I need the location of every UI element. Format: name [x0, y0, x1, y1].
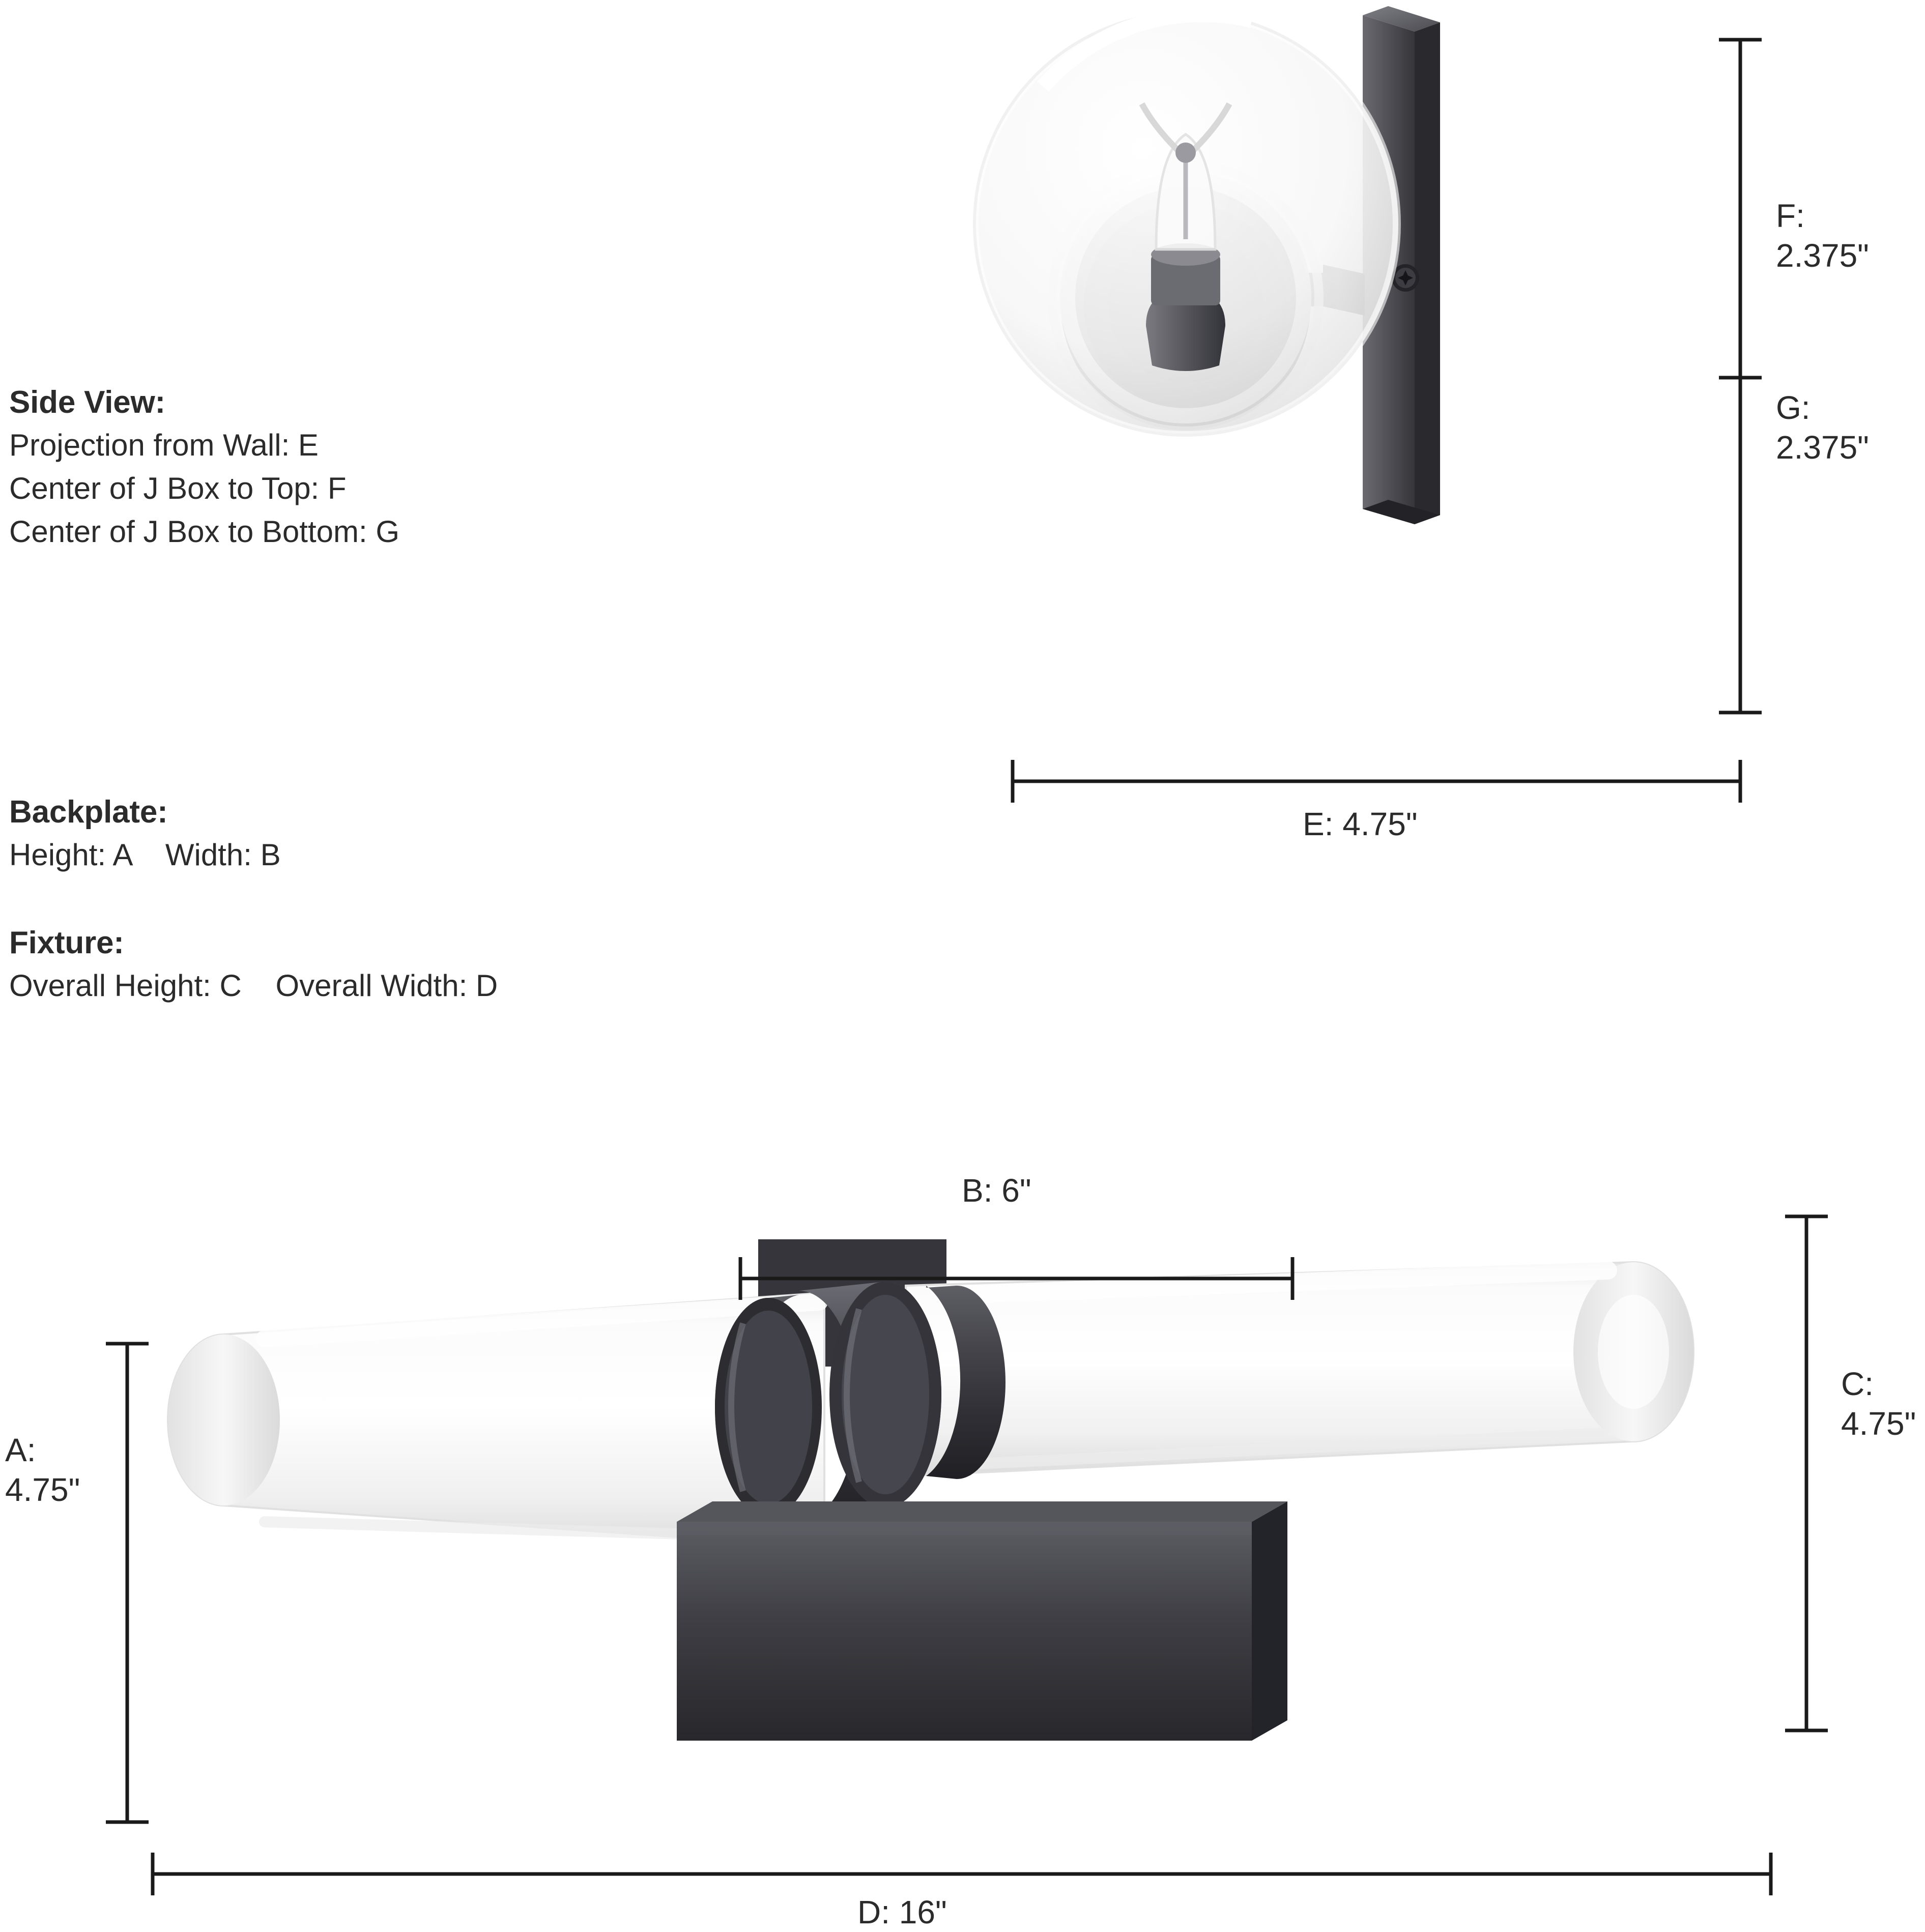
fixture-heading: Fixture:: [9, 925, 124, 960]
dim-label-D: D: 16": [857, 1894, 947, 1930]
center-metal-collars: [715, 1282, 1005, 1522]
side-view-line-jbox-bottom: Center of J Box to Bottom: G: [9, 515, 399, 549]
dim-label-C: C: 4.75": [1841, 1366, 1916, 1442]
side-view-line-projection: Projection from Wall: E: [9, 428, 319, 462]
left-glass-tube: [167, 1291, 828, 1549]
front-view-illustration: [112, 1171, 1832, 1883]
side-view-line-jbox-top: Center of J Box to Top: F: [9, 471, 347, 506]
side-view-text-block: Side View: Projection from Wall: E Cente…: [9, 382, 399, 553]
backplate-line-dims: Height: A Width: B: [9, 837, 281, 872]
dim-label-G: G: 2.375": [1776, 389, 1869, 466]
backplate-text-block: Backplate: Height: A Width: B: [9, 791, 281, 876]
dim-label-F: F: 2.375": [1776, 197, 1869, 274]
front-backplate-lower: [677, 1501, 1287, 1741]
side-view-illustration: [967, 0, 1740, 763]
dim-label-E: E: 4.75": [1303, 806, 1418, 842]
light-bulb: [1139, 102, 1232, 371]
backplate-heading: Backplate:: [9, 794, 168, 830]
fixture-text-block: Fixture: Overall Height: C Overall Width…: [9, 922, 498, 1007]
dim-label-B: B: 6": [962, 1172, 1031, 1209]
fixture-line-dims: Overall Height: C Overall Width: D: [9, 968, 498, 1003]
dim-label-A: A: 4.75": [5, 1432, 80, 1509]
right-glass-tube: [905, 1261, 1694, 1478]
side-view-heading: Side View:: [9, 385, 165, 420]
mounting-screw-icon: [1392, 264, 1419, 292]
